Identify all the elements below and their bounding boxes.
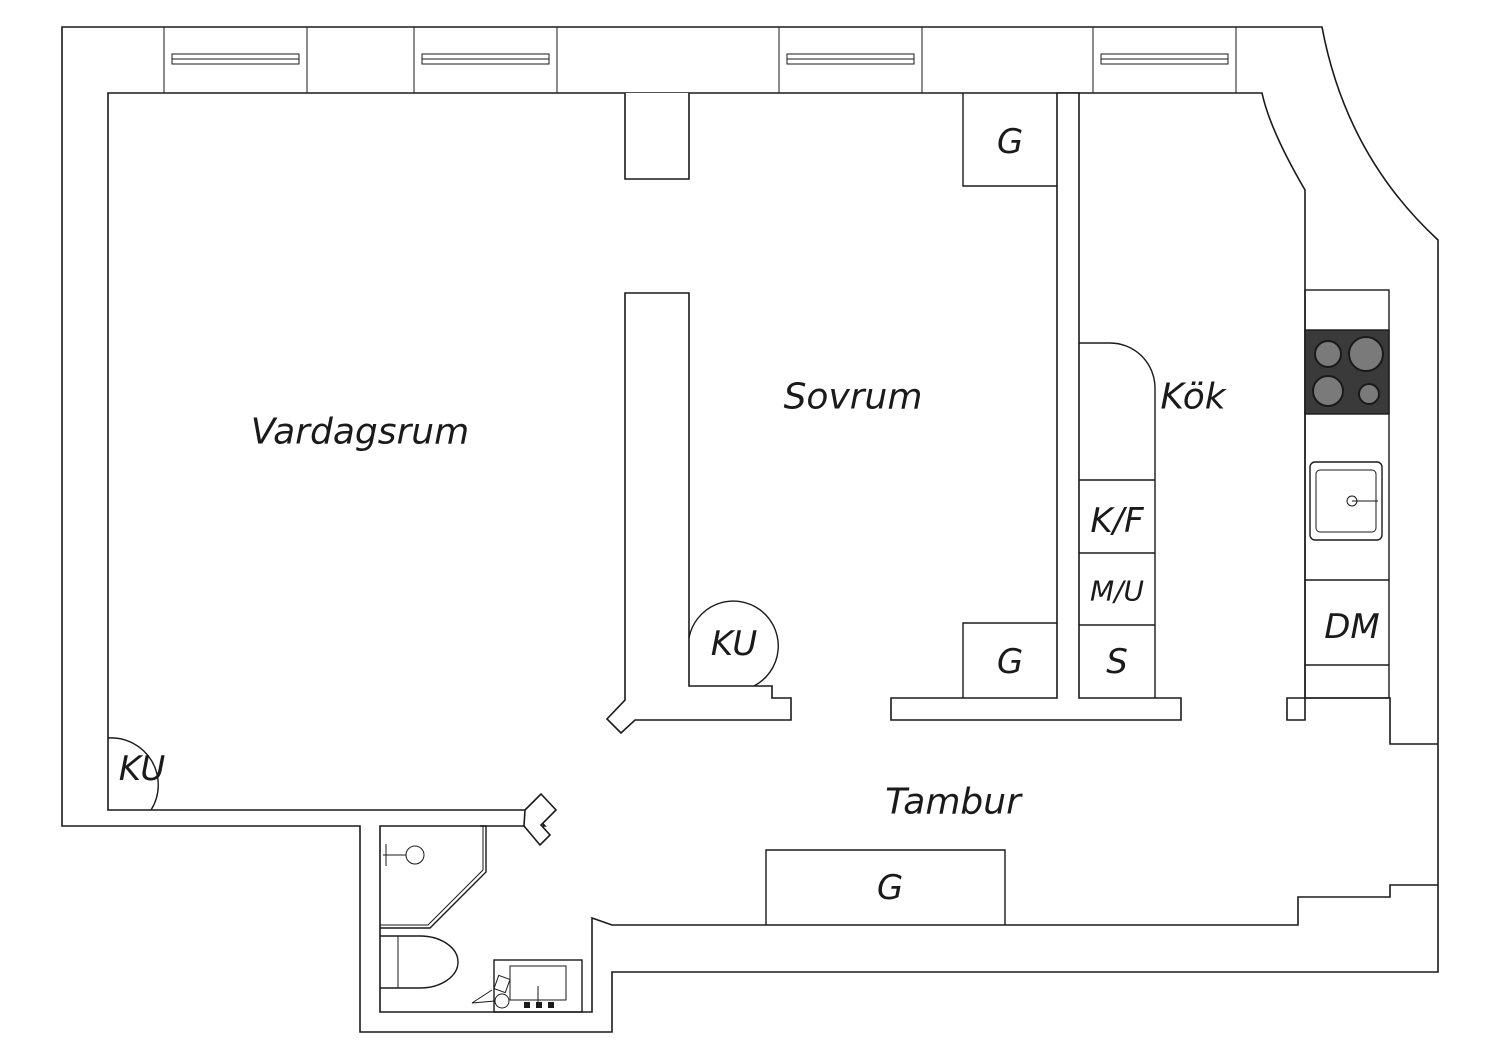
burner — [1314, 340, 1342, 368]
tiled-stove-bedroom: KU — [688, 600, 779, 687]
microwave-label: M/U — [1090, 575, 1144, 608]
window — [778, 26, 923, 94]
wardrobe-label: G — [997, 642, 1023, 682]
toilet — [380, 935, 459, 989]
bathroom-fixtures — [380, 825, 583, 1013]
shower-enclosure — [380, 825, 487, 929]
kitchen-counter: DM — [1304, 289, 1390, 699]
burner — [1348, 336, 1384, 372]
window — [413, 26, 558, 94]
wardrobe-label: G — [877, 868, 903, 908]
kitchen-sink — [1309, 461, 1383, 541]
fridge-freezer-label: K/F — [1090, 501, 1144, 541]
windows — [163, 26, 1237, 94]
storage-label: S — [1106, 642, 1128, 682]
window — [1092, 26, 1237, 94]
wardrobe-hall: G — [765, 849, 1006, 925]
burner — [1312, 375, 1344, 407]
tiled-stove-living: KU — [107, 737, 166, 811]
dishwasher-label: DM — [1324, 607, 1380, 647]
room-label-bedroom: Sovrum — [784, 377, 923, 418]
interior-walls — [523, 92, 1306, 847]
room-label-living: Vardagsrum — [251, 412, 469, 453]
wardrobe-bedroom-bottom: G — [962, 622, 1057, 698]
room-label-kitchen: Kök — [1160, 377, 1227, 418]
wardrobe-label: G — [997, 122, 1023, 162]
room-label-hall: Tambur — [885, 782, 1023, 823]
window — [163, 26, 308, 94]
wardrobe-bedroom-top: G — [962, 93, 1057, 187]
stove-top — [1304, 329, 1390, 415]
washbasin — [471, 959, 583, 1013]
tiled-stove-label: KU — [711, 624, 758, 664]
kitchen-left-cabinets: K/F M/U S — [1079, 342, 1156, 698]
burner — [1358, 383, 1380, 405]
tiled-stove-label: KU — [119, 749, 166, 789]
exterior-walls — [61, 26, 1439, 1033]
